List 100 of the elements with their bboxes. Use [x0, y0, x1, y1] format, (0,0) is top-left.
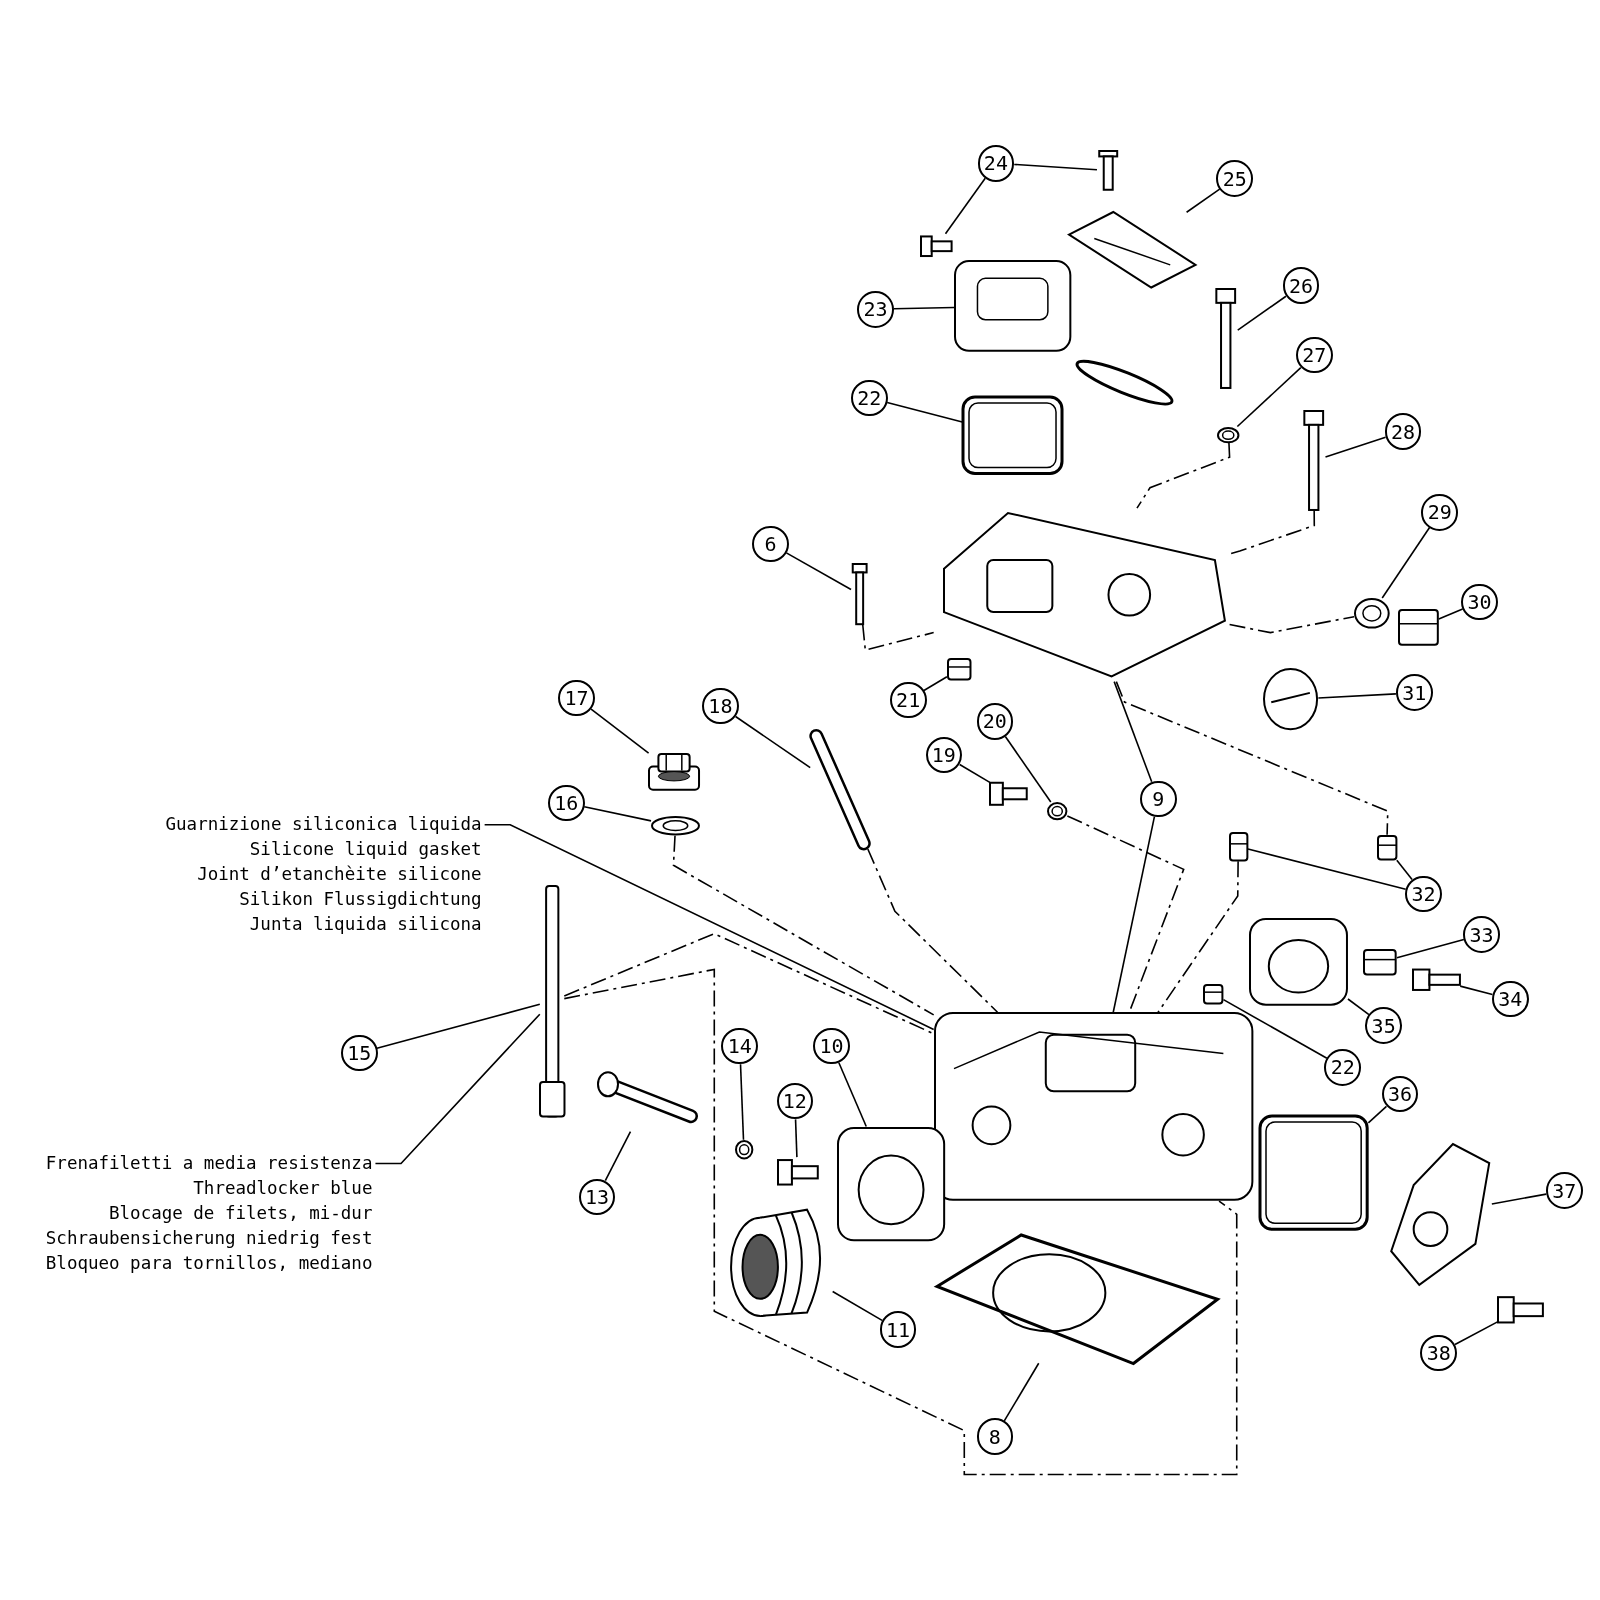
plug-drawing [1203, 983, 1224, 1005]
note-text: Threadlocker blue [192, 1177, 373, 1200]
leader-line [1324, 436, 1387, 458]
gasket-drawing [962, 395, 1064, 475]
leader-line [1491, 1193, 1547, 1205]
note-text: Silicone liquid gasket [248, 838, 482, 862]
leader-line [944, 177, 987, 235]
leader-line [838, 1062, 868, 1128]
callout-number: 32 [1405, 875, 1442, 913]
note-text: Schraubensicherung niedrig fest [44, 1227, 373, 1250]
callout-number: 26 [1282, 267, 1320, 305]
callout-number: 16 [547, 784, 585, 822]
callout-number: 21 [889, 681, 927, 719]
callout-number: 29 [1421, 493, 1459, 531]
leader-line [739, 1063, 745, 1141]
bolt-drawing [1497, 1293, 1543, 1326]
cover-plate-drawing [1069, 212, 1196, 288]
callout-number: 38 [1420, 1334, 1458, 1372]
leader-line [1367, 1105, 1388, 1124]
washer-drawing [1217, 426, 1240, 443]
callout-number: 19 [925, 736, 963, 774]
leader-line [483, 823, 935, 1031]
callout-number: 36 [1381, 1075, 1419, 1113]
note-text: Joint d’etanchèite silicone [196, 863, 482, 887]
bolt-drawing [1214, 288, 1238, 388]
leader-line [376, 1003, 541, 1050]
callout-number: 6 [752, 525, 789, 563]
leader-line [831, 1290, 883, 1322]
leader-line [785, 552, 852, 591]
leader-line [1247, 848, 1407, 891]
washer-drawing [1046, 802, 1068, 821]
callout-number: 37 [1545, 1172, 1583, 1210]
washer-drawing [1354, 597, 1390, 629]
washer-drawing [651, 816, 700, 836]
callout-number: 34 [1491, 980, 1529, 1018]
spark-plug-drawing [810, 729, 874, 849]
leader-line [1347, 998, 1370, 1016]
callout-number: 25 [1216, 160, 1254, 197]
plug-drawing [1376, 834, 1397, 861]
callout-number: 35 [1365, 1007, 1403, 1044]
leader-line [1438, 608, 1464, 620]
leader-line [1003, 1362, 1040, 1422]
callout-number: 23 [857, 290, 894, 328]
leader-line [886, 401, 964, 423]
leader-line [1112, 816, 1156, 1014]
leader-line [1185, 188, 1221, 214]
leader-line [1113, 680, 1153, 783]
leader-line [893, 306, 955, 310]
callout-number: 14 [721, 1027, 759, 1065]
note-text: Silikon Flussigdichtung [238, 888, 482, 912]
callout-number: 12 [776, 1082, 814, 1120]
bolt-drawing [777, 1157, 818, 1188]
flange-drawing [836, 1126, 945, 1241]
assembly-line [1136, 442, 1231, 509]
leader-line [1236, 295, 1287, 331]
note-text: Junta liquida silicona [248, 913, 482, 937]
bolt-drawing [921, 233, 953, 259]
leader-line [583, 806, 652, 822]
flange-drawing [1248, 918, 1348, 1007]
leader-line [1454, 1320, 1499, 1346]
callout-number: 22 [851, 379, 888, 417]
note-text: Blocage de filets, mi-dur [108, 1202, 373, 1225]
leader-line [1317, 693, 1397, 699]
callout-number: 33 [1463, 916, 1500, 954]
cap-drawing [1263, 668, 1319, 731]
plug-drawing [1228, 831, 1248, 862]
leader-line [1396, 938, 1465, 959]
callout-number: 9 [1139, 780, 1177, 818]
leader-line [604, 1130, 632, 1182]
leader-line [1004, 735, 1052, 803]
leader-line [1236, 366, 1302, 428]
bolt-drawing [851, 564, 869, 625]
bolt-drawing [1096, 151, 1120, 190]
assembly-line [563, 968, 1238, 1476]
bolt-drawing [1302, 411, 1326, 511]
leader-line [794, 1118, 798, 1158]
leader-line [590, 708, 650, 754]
leader-line [1381, 526, 1431, 599]
cylinder-head-drawing [933, 1012, 1254, 1201]
callout-number: 18 [702, 687, 739, 725]
leader-line [374, 1013, 541, 1165]
callout-number: 31 [1395, 674, 1433, 712]
plug-drawing [946, 658, 972, 681]
callout-number: 28 [1384, 413, 1422, 450]
callout-number: 20 [976, 703, 1014, 740]
leader-line [1396, 859, 1413, 881]
callout-number: 13 [578, 1178, 616, 1216]
leader-line [958, 763, 991, 784]
rod-drawing [539, 885, 565, 1117]
assembly-line [1157, 860, 1239, 1014]
callout-number: 10 [813, 1027, 850, 1065]
assembly-line [672, 834, 935, 1016]
note-text: Bloqueo para tornillos, mediano [44, 1252, 373, 1275]
bolt-drawing [989, 779, 1027, 808]
assembly-line [1115, 680, 1389, 836]
callout-number: 15 [340, 1034, 378, 1072]
plug-drawing [1397, 609, 1439, 646]
leader-line [1459, 985, 1494, 996]
callout-number: 27 [1295, 336, 1333, 374]
washer-drawing [734, 1139, 754, 1160]
